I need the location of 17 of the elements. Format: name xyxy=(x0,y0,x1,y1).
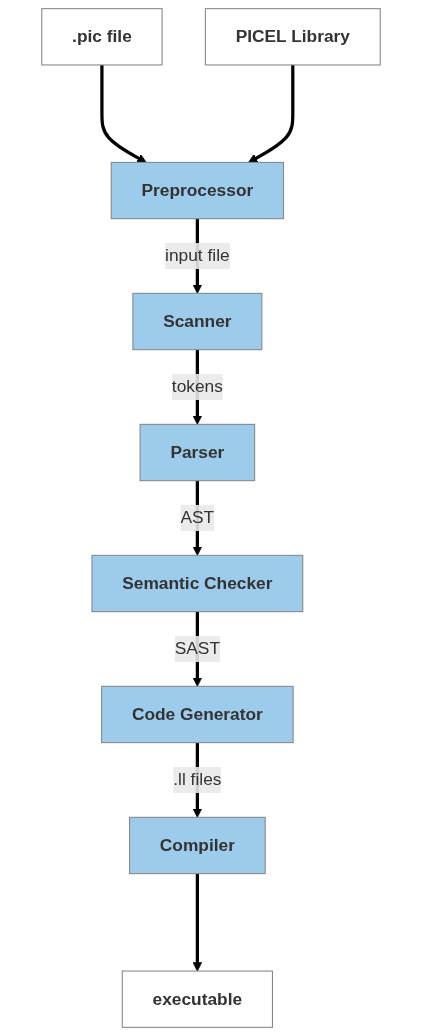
node-box: Parser xyxy=(139,423,256,482)
edge-label: tokens xyxy=(171,377,223,396)
edge-label: SAST xyxy=(174,639,220,658)
arrow xyxy=(248,64,295,163)
arrow xyxy=(100,64,147,163)
node-box: Code Generator xyxy=(101,685,294,744)
node-box: PICEL Library xyxy=(204,8,381,66)
edge-label: input file xyxy=(165,246,230,265)
edge-label: .ll files xyxy=(173,770,222,789)
node-box: Preprocessor xyxy=(110,161,285,220)
arrow xyxy=(192,873,203,972)
edge-label: AST xyxy=(180,508,215,527)
node-box: .pic file xyxy=(41,8,163,66)
node-box: Semantic Checker xyxy=(91,554,304,613)
node-box: Compiler xyxy=(129,816,266,875)
node-box: Scanner xyxy=(132,292,263,351)
node-box: executable xyxy=(121,970,273,1028)
